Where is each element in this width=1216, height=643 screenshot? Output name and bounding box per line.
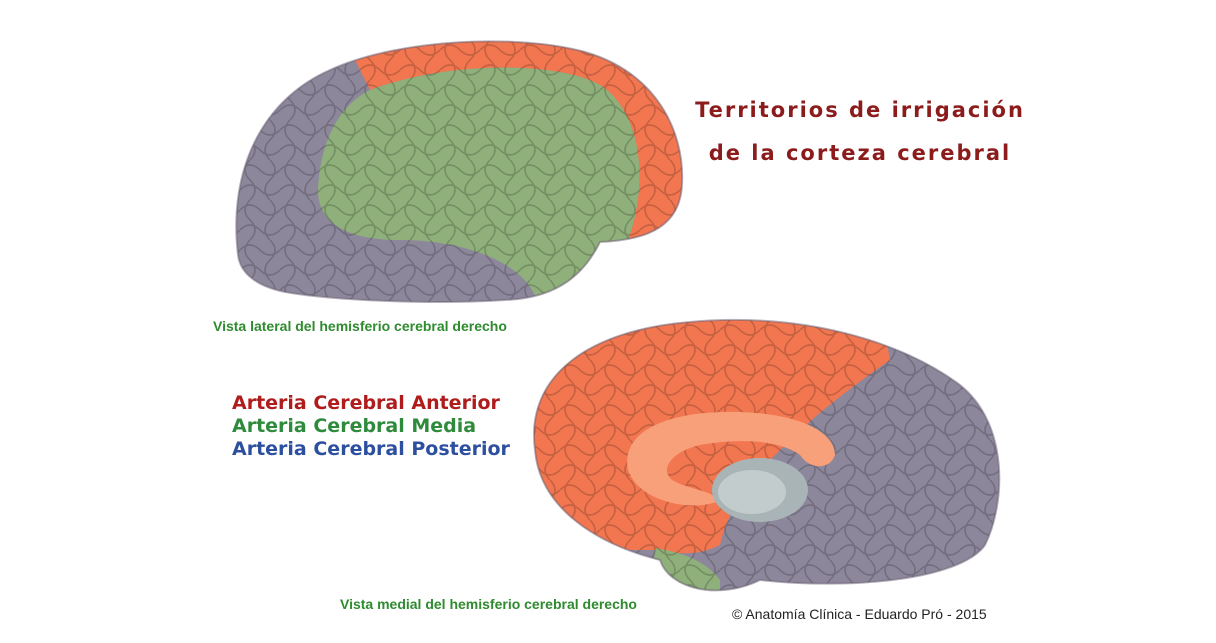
legend-anterior: Arteria Cerebral Anterior (232, 392, 500, 414)
medial-hemisphere-view (532, 319, 1001, 592)
lateral-hemisphere-view (235, 40, 684, 303)
diagram-title-line-1: Territorios de irrigación (695, 98, 1025, 122)
legend-media: Arteria Cerebral Media (232, 415, 477, 437)
legend-posterior: Arteria Cerebral Posterior (232, 438, 510, 460)
copyright-credit: © Anatomía Clínica - Eduardo Pró - 2015 (732, 606, 987, 622)
diagram-title-line-2: de la corteza cerebral (708, 141, 1012, 165)
artery-legend: Arteria Cerebral Anterior Arteria Cerebr… (232, 392, 510, 461)
lateral-view-caption: Vista lateral del hemisferio cerebral de… (213, 318, 507, 334)
medial-view-caption: Vista medial del hemisferio cerebral der… (340, 596, 637, 612)
